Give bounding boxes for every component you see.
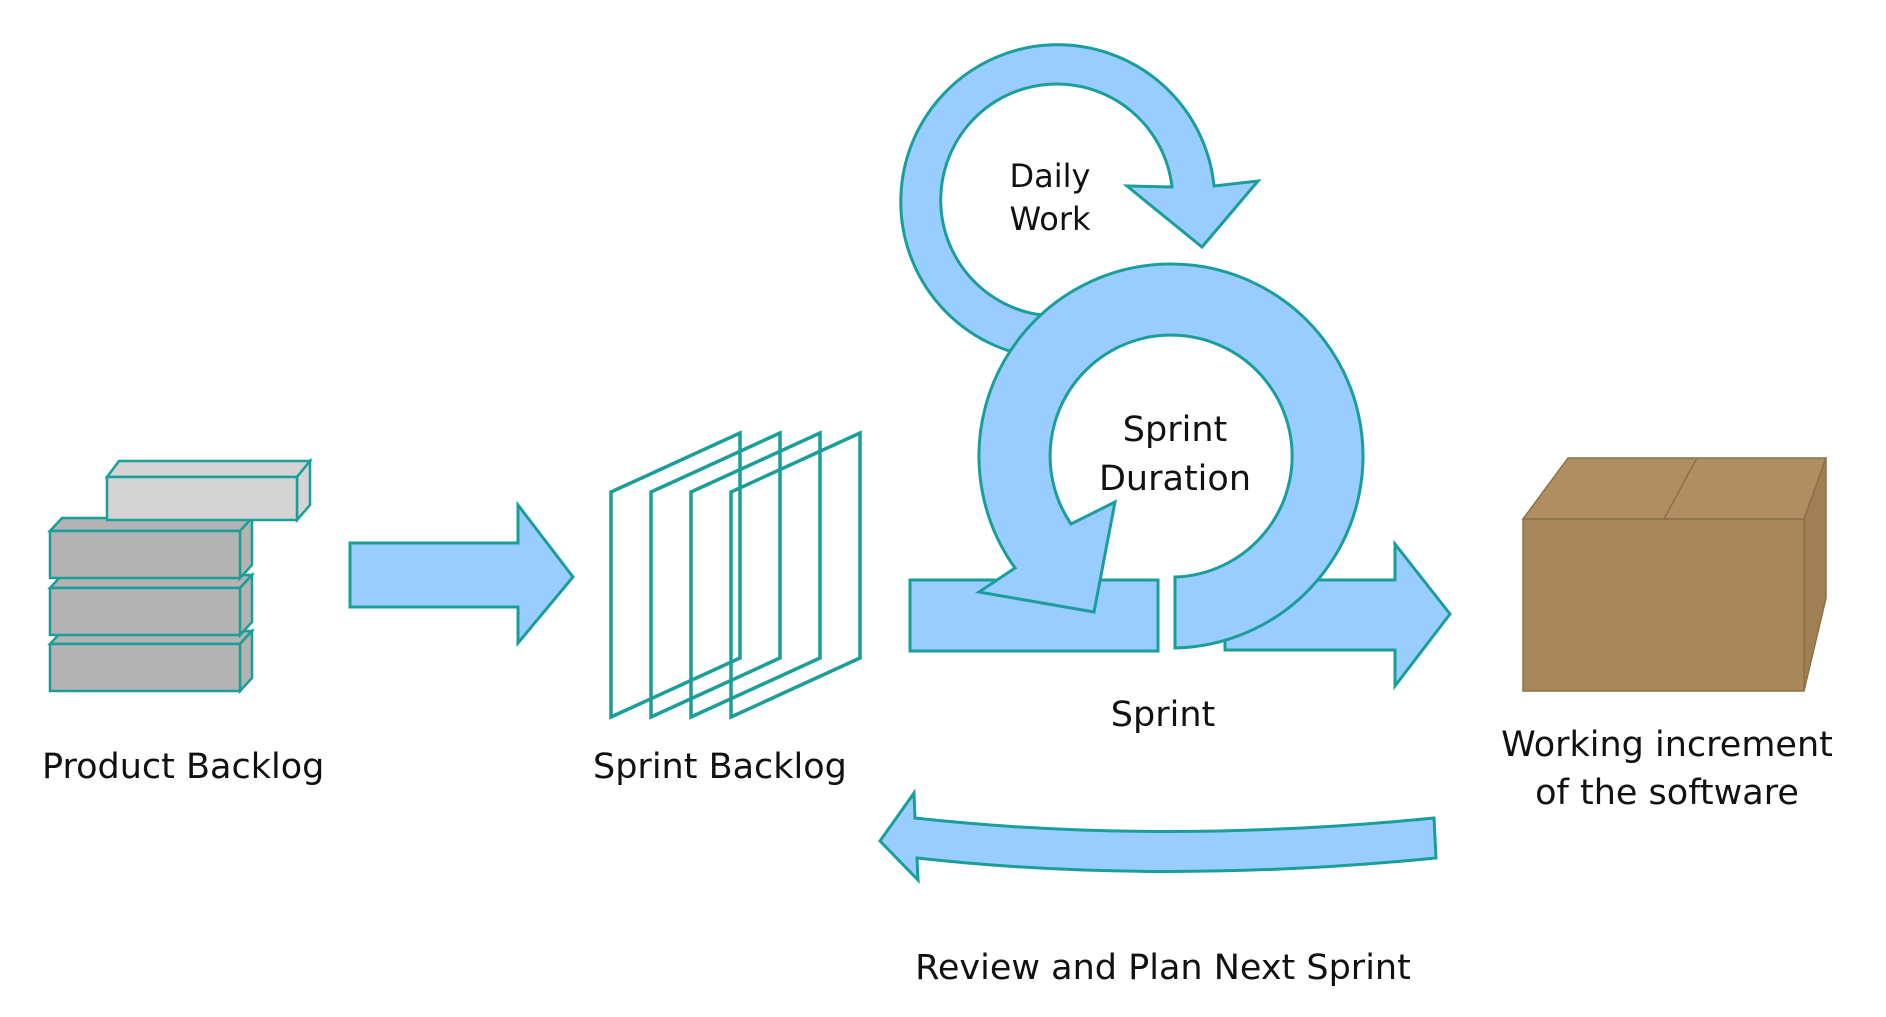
sprint-duration-label-line2: Duration (1099, 459, 1251, 499)
product-backlog-label: Product Backlog (42, 747, 324, 787)
sprint-loop-arrow-icon (908, 262, 1452, 691)
review-arrow-icon (878, 788, 1438, 884)
sprint-label: Sprint (1111, 695, 1215, 735)
sprint-backlog-sheets-icon (609, 430, 862, 720)
arrow-to-sprint-backlog-icon (348, 500, 575, 648)
software-increment-box-icon (1521, 457, 1828, 692)
increment-label-line2: of the software (1535, 773, 1799, 813)
backlog-block-bottom (47, 627, 255, 695)
backlog-block-upper (47, 514, 255, 582)
sprint-backlog-label: Sprint Backlog (593, 747, 847, 787)
sprint-duration-label-line1: Sprint (1123, 410, 1227, 450)
backlog-block-top (104, 457, 313, 524)
review-label: Review and Plan Next Sprint (915, 948, 1411, 988)
product-backlog-stack-icon (47, 457, 313, 695)
daily-work-label-line1: Daily (1010, 157, 1091, 195)
daily-work-label-line2: Work (1009, 200, 1091, 238)
daily-work-loop-arrow-icon (899, 43, 1262, 360)
increment-label-line1: Working increment (1501, 725, 1833, 765)
backlog-block-middle (47, 571, 255, 639)
